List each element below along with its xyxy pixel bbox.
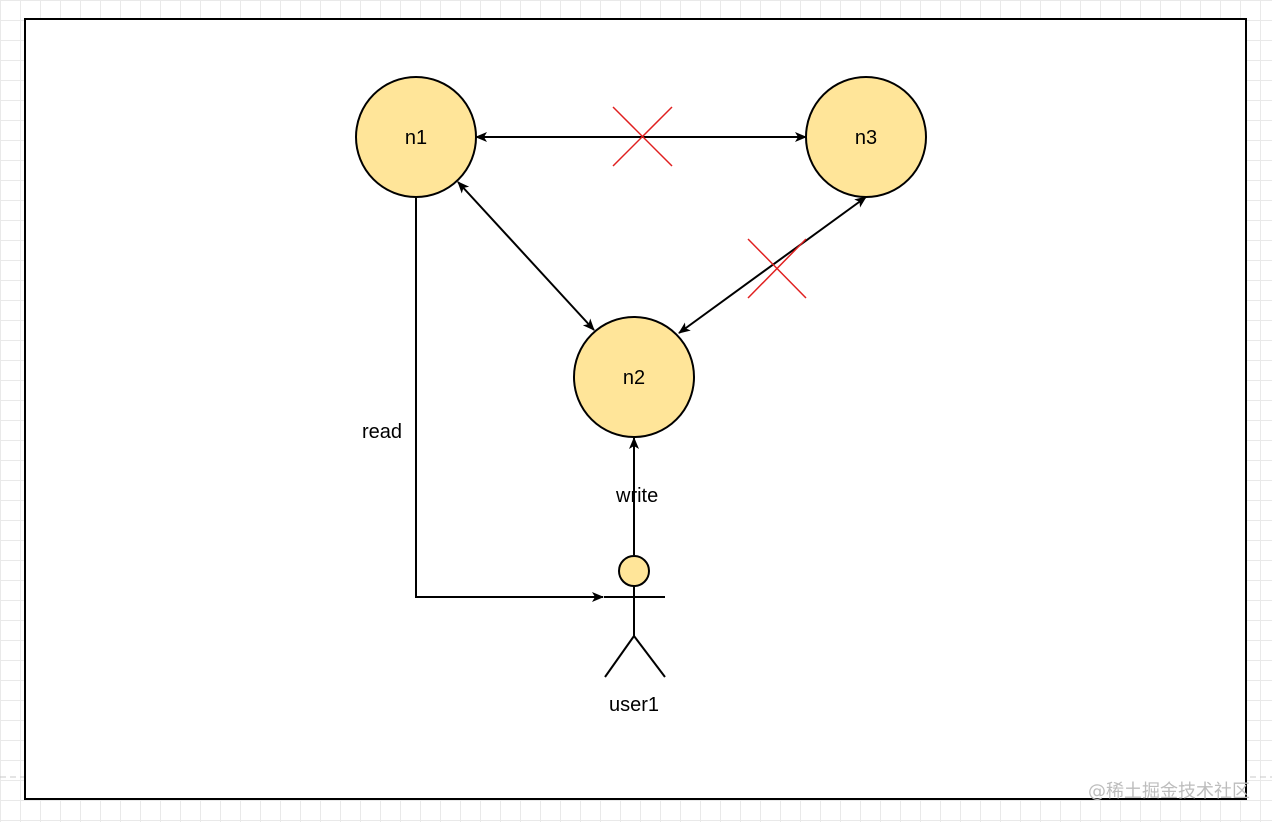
edge-read[interactable] [415, 198, 604, 602]
node-n2-circle [573, 316, 695, 438]
node-n2-label: n2 [623, 367, 645, 389]
node-n1[interactable]: n1 [355, 76, 477, 198]
edge-n3-n2[interactable] [678, 196, 867, 334]
edge-label-write: write [615, 485, 658, 507]
actor-label-user1: user1 [609, 694, 659, 716]
edge-n1-n2[interactable] [457, 181, 595, 331]
actor-left-leg [604, 635, 635, 678]
node-n2[interactable]: n2 [573, 316, 695, 438]
node-n3-circle [805, 76, 927, 198]
node-n3-label: n3 [855, 127, 877, 149]
watermark: @稀土掘金技术社区 [1088, 781, 1250, 802]
actor-head-icon [618, 555, 650, 587]
node-n3[interactable]: n3 [805, 76, 927, 198]
blocked-mark-n1-n3 [612, 106, 673, 167]
blocked-mark-n3-n2 [747, 238, 807, 299]
node-n1-label: n1 [405, 127, 427, 149]
actor-user1[interactable]: user1 [604, 555, 666, 716]
actor-right-leg [633, 635, 666, 678]
node-n1-circle [355, 76, 477, 198]
edge-label-read: read [362, 421, 402, 443]
